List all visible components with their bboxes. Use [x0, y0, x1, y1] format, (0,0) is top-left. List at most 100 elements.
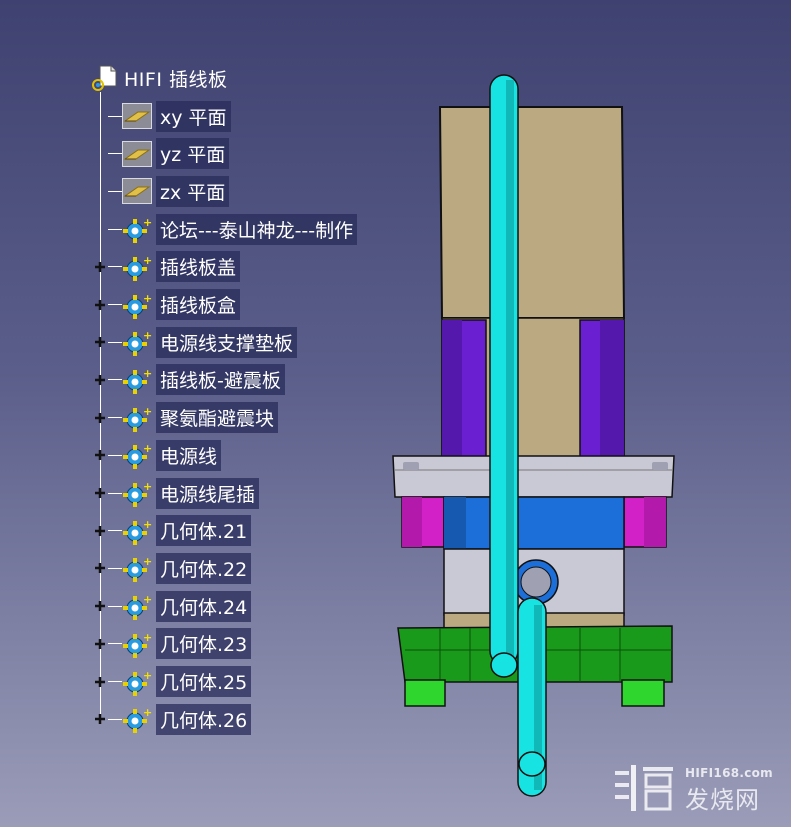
tree-node[interactable]: + 插线板盒 [92, 289, 241, 320]
blue-band [443, 496, 625, 550]
plane-icon [122, 140, 152, 168]
svg-text:+: + [143, 442, 152, 455]
expand-plus-icon[interactable] [92, 560, 108, 576]
tree-node-label: 插线板-避震板 [156, 364, 285, 396]
tree-node-label: 聚氨酯避震块 [156, 402, 279, 434]
tree-node[interactable]: +几何体.21 [92, 515, 252, 547]
gear-part-icon: + [122, 554, 152, 583]
tree-node[interactable]: + 聚氨酯避震块 [92, 402, 279, 434]
svg-text:+: + [143, 555, 152, 568]
svg-text:+: + [143, 367, 152, 380]
tree-node[interactable]: + 电源线 [92, 439, 222, 471]
expand-plus-icon[interactable] [92, 711, 108, 727]
gear-part-icon: + [122, 215, 152, 244]
tree-node-label: zx 平面 [156, 175, 230, 207]
tree-branch-connector [108, 228, 122, 230]
gear-part-icon: + [122, 668, 152, 696]
tree-node-label: 插线板盖 [156, 251, 241, 283]
tree-node-label: 电源线 [156, 439, 222, 471]
tree-node[interactable]: + 论坛---泰山神龙---制作 [92, 213, 358, 245]
tree-branch-connector [108, 115, 122, 117]
tree-node[interactable]: zx 平面 [92, 175, 230, 207]
tree-branch-spacer [92, 183, 108, 199]
tree-branch-connector [108, 417, 122, 419]
svg-text:+: + [143, 405, 152, 418]
tree-node[interactable]: +几何体.22 [92, 552, 252, 584]
3d-model-viewport[interactable] [380, 60, 700, 810]
product-document-icon [90, 64, 120, 92]
tree-node[interactable]: +几何体.25 [92, 666, 252, 697]
tree-branch-connector [108, 190, 122, 192]
expand-plus-icon[interactable] [92, 598, 108, 614]
tree-node[interactable]: +几何体.23 [92, 628, 252, 660]
svg-text:+: + [143, 292, 152, 305]
svg-text:+: + [143, 216, 152, 229]
tree-node-label: 插线板盒 [156, 289, 241, 320]
gear-part-icon: + [122, 291, 152, 319]
tree-branch-spacer [92, 221, 108, 237]
tree-node[interactable]: + 插线板盖 [92, 251, 241, 283]
site-watermark: HIFI168.com 发烧网 [613, 763, 773, 815]
gear-part-icon: + [122, 253, 152, 281]
tree-branch-connector [108, 567, 122, 569]
tree-node[interactable]: + 电源线尾插 [92, 477, 260, 509]
left-green-foot [404, 679, 446, 707]
tree-branch-connector [108, 718, 122, 720]
gear-part-icon: + [122, 705, 152, 734]
tree-branch-connector [108, 492, 122, 494]
expand-plus-icon[interactable] [92, 410, 108, 426]
gear-part-icon: + [122, 592, 152, 621]
expand-plus-icon[interactable] [92, 447, 108, 463]
tree-branch-connector [108, 643, 122, 645]
tree-branch-connector [108, 605, 122, 607]
svg-text:+: + [143, 706, 152, 719]
expand-plus-icon[interactable] [92, 334, 108, 350]
expand-plus-icon[interactable] [92, 259, 108, 275]
tree-node-label: 几何体.24 [156, 590, 252, 622]
gear-part-icon: + [122, 630, 152, 658]
svg-text:+: + [143, 518, 152, 531]
tree-node-label: xy 平面 [156, 100, 231, 132]
tree-node[interactable]: yz 平面 [92, 138, 230, 170]
tree-node-label: 论坛---泰山神龙---制作 [156, 213, 358, 245]
tree-branch-spacer [92, 146, 108, 162]
tree-branch-connector [108, 530, 122, 532]
gear-part-icon: + [122, 366, 152, 394]
tree-branch-connector [108, 681, 122, 682]
plane-icon [122, 102, 152, 130]
tree-branch-connector [108, 266, 122, 268]
gear-part-icon: + [122, 479, 152, 507]
tree-branch-spacer [92, 108, 108, 124]
expand-plus-icon[interactable] [92, 523, 108, 539]
svg-text:+: + [143, 254, 152, 267]
tree-root-label: HIFI 插线板 [124, 68, 228, 91]
tree-node-label: 几何体.25 [156, 666, 252, 697]
tree-node[interactable]: + 几何体.24 [92, 590, 252, 622]
tree-node-label: 电源线支撑垫板 [156, 326, 298, 358]
expand-plus-icon[interactable] [92, 372, 108, 388]
tree-node[interactable]: + 电源线支撑垫板 [92, 326, 298, 358]
grey-plate [392, 455, 675, 498]
tree-node-label: 几何体.26 [156, 703, 252, 735]
tree-root-node[interactable]: HIFI 插线板 [90, 64, 227, 92]
plane-icon [122, 177, 152, 205]
tree-node-label: 电源线尾插 [156, 477, 260, 509]
hifi168-logo-icon [613, 763, 681, 815]
svg-text:+: + [143, 631, 152, 644]
gear-part-icon: + [122, 404, 152, 432]
svg-text:+: + [143, 480, 152, 493]
expand-plus-icon[interactable] [92, 297, 108, 313]
svg-text:+: + [143, 593, 152, 606]
tree-branch-connector [108, 304, 122, 305]
svg-text:+: + [143, 329, 152, 342]
expand-plus-icon[interactable] [92, 485, 108, 501]
watermark-url: HIFI168.com [685, 766, 773, 780]
tree-node[interactable]: xy 平面 [92, 100, 231, 132]
tree-node[interactable]: + 插线板-避震板 [92, 364, 285, 396]
tree-branch-connector [108, 454, 122, 456]
expand-plus-icon[interactable] [92, 636, 108, 652]
gear-part-icon: + [122, 328, 152, 357]
tree-node[interactable]: + 几何体.26 [92, 703, 252, 735]
expand-plus-icon[interactable] [92, 674, 108, 690]
